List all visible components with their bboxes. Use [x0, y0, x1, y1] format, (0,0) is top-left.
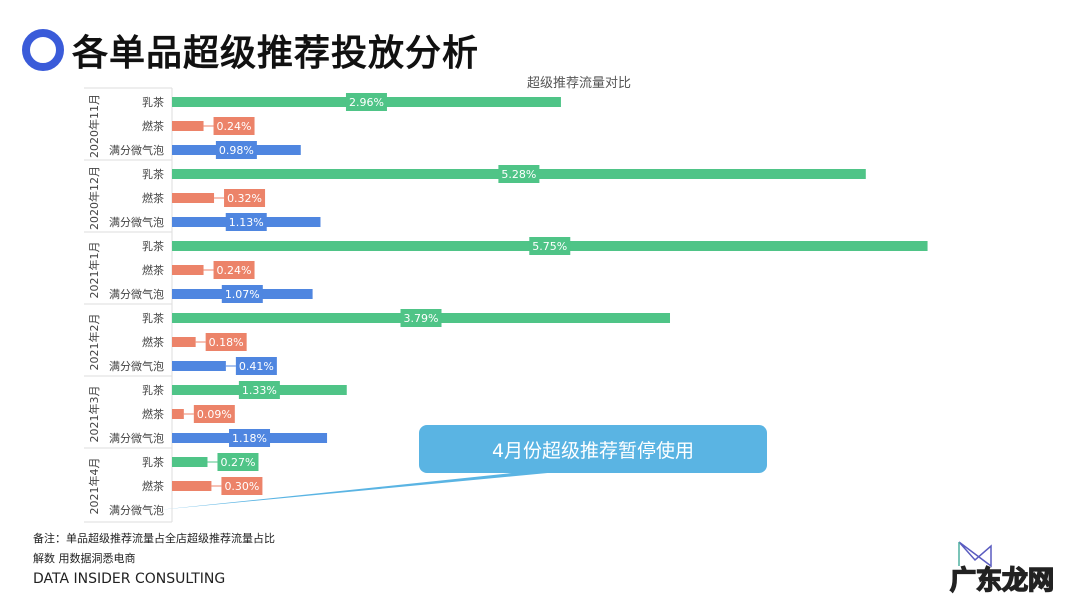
category-label: 乳茶: [142, 456, 164, 469]
data-label: 0.18%: [209, 336, 244, 349]
category-label: 乳茶: [142, 240, 164, 253]
category-label: 燃茶: [142, 335, 164, 349]
bar: [172, 337, 196, 347]
data-label: 0.41%: [239, 360, 274, 373]
data-label: 1.07%: [225, 288, 260, 301]
bar: [172, 265, 204, 275]
data-label-bg: [238, 381, 280, 399]
data-label: 1.33%: [242, 384, 277, 397]
category-label: 燃茶: [142, 407, 164, 421]
data-label: 1.13%: [229, 216, 264, 229]
data-label: 0.09%: [197, 408, 232, 421]
data-label: 0.27%: [221, 456, 256, 469]
bar: [172, 457, 208, 467]
category-label: 燃茶: [142, 479, 164, 493]
data-label: 0.24%: [217, 264, 252, 277]
data-label-bg: [400, 309, 442, 327]
category-label: 乳茶: [142, 312, 164, 325]
data-label-bg: [235, 357, 277, 375]
group-label: 2021年2月: [87, 314, 101, 371]
category-label: 满分微气泡: [109, 143, 164, 157]
bar: [172, 409, 184, 419]
data-label-bg: [221, 477, 263, 495]
data-label: 0.30%: [224, 480, 259, 493]
chart-title: 超级推荐流量对比: [527, 76, 632, 91]
data-label-bg: [229, 429, 271, 447]
data-label-bg: [193, 405, 235, 423]
page-title: 各单品超级推荐投放分析: [72, 33, 480, 74]
data-label: 0.32%: [227, 192, 262, 205]
group-label: 2021年4月: [87, 458, 101, 515]
category-label: 乳茶: [142, 168, 164, 181]
data-label: 0.98%: [219, 144, 254, 157]
data-label-bg: [213, 117, 255, 135]
footnote: 备注：单品超级推荐流量占全店超级推荐流量占比: [33, 532, 275, 545]
data-label: 0.24%: [217, 120, 252, 133]
data-label: 5.28%: [501, 168, 536, 181]
category-label: 乳茶: [142, 384, 164, 397]
group-label: 2020年11月: [87, 94, 101, 158]
data-label-bg: [217, 453, 259, 471]
data-label-bg: [221, 285, 263, 303]
bar: [172, 193, 215, 203]
callout-bubble: 4月份超级推荐暂停使用: [419, 425, 767, 473]
group-label: 2020年12月: [87, 166, 101, 230]
data-label: 1.18%: [232, 432, 267, 445]
category-label: 满分微气泡: [109, 215, 164, 229]
data-label-bg: [498, 165, 540, 183]
callout-pointer: [158, 468, 600, 510]
category-label: 乳茶: [142, 96, 164, 109]
watermark: 广东龙网: [949, 565, 1055, 597]
category-label: 满分微气泡: [109, 287, 164, 301]
category-label: 燃茶: [142, 263, 164, 277]
data-label-bg: [205, 333, 247, 351]
data-label-bg: [215, 141, 257, 159]
data-label: 3.79%: [404, 312, 439, 325]
bar: [172, 481, 212, 491]
data-label: 5.75%: [532, 240, 567, 253]
data-label: 2.96%: [349, 96, 384, 109]
data-label-bg: [213, 261, 255, 279]
data-label-bg: [225, 213, 267, 231]
data-label-bg: [529, 237, 571, 255]
data-label-bg: [224, 189, 266, 207]
category-label: 燃茶: [142, 119, 164, 133]
slogan: 解数 用数据洞悉电商: [33, 552, 136, 565]
group-label: 2021年1月: [87, 242, 101, 299]
category-label: 满分微气泡: [109, 431, 164, 445]
category-label: 燃茶: [142, 191, 164, 205]
brand-name: DATA INSIDER CONSULTING: [33, 571, 226, 587]
logo-icon: [958, 541, 992, 568]
bar: [172, 361, 226, 371]
data-label-bg: [345, 93, 387, 111]
bar: [172, 121, 204, 131]
category-label: 满分微气泡: [109, 359, 164, 373]
category-label: 满分微气泡: [109, 503, 164, 517]
group-label: 2021年3月: [87, 386, 101, 443]
ring-icon: [22, 29, 64, 71]
